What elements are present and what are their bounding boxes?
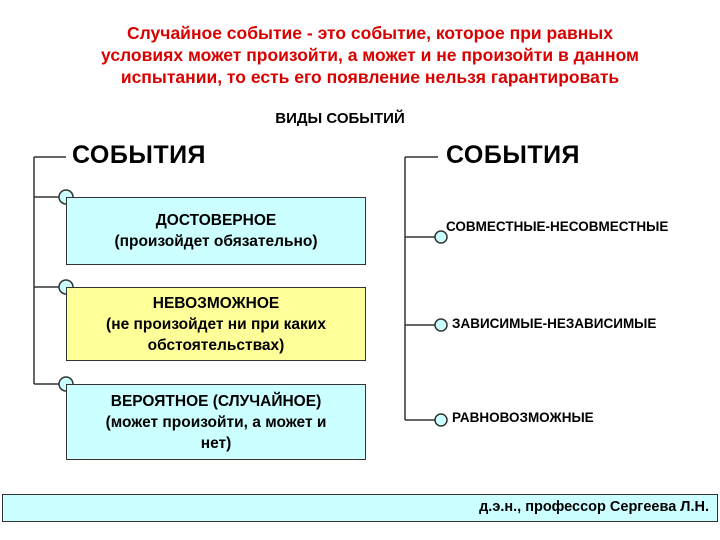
impossible-event-description-1: (не произойдет ни при каких <box>106 315 326 333</box>
headline-line-3: испытании, то есть его появление нельзя … <box>120 67 620 87</box>
right-column-title: СОБЫТИЯ <box>446 141 581 169</box>
right-node-2-circle <box>434 318 448 332</box>
joint-disjoint-label: СОВМЕСТНЫЕ-НЕСОВМЕСТНЫЕ <box>446 219 669 234</box>
random-event-box: ВЕРОЯТНОЕ (СЛУЧАЙНОЕ) (может произойти, … <box>66 384 366 460</box>
headline-line-1: Случайное событие - это событие, которое… <box>127 23 613 43</box>
certain-event-description: (произойдет обязательно) <box>114 233 318 250</box>
impossible-event-box: НЕВОЗМОЖНОЕ (не произойдет ни при каких … <box>66 287 366 361</box>
headline-definition: Случайное событие - это событие, которое… <box>40 22 700 88</box>
certain-event-box: ДОСТОВЕРНОЕ (произойдет обязательно) <box>66 197 366 265</box>
random-event-title: ВЕРОЯТНОЕ (СЛУЧАЙНОЕ) <box>110 392 322 410</box>
impossible-event-title: НЕВОЗМОЖНОЕ <box>152 294 280 312</box>
certain-event-title: ДОСТОВЕРНОЕ <box>155 212 277 229</box>
dependent-independent-label: ЗАВИСИМЫЕ-НЕЗАВИСИМЫЕ <box>452 316 657 331</box>
left-column-title: СОБЫТИЯ <box>72 141 207 169</box>
equiprobable-label: РАВНОВОЗМОЖНЫЕ <box>452 410 594 425</box>
footer-author: д.э.н., профессор Сергеева Л.Н. <box>479 499 709 515</box>
headline-line-2: условиях может произойти, а может и не п… <box>101 45 639 65</box>
random-event-description-1: (может произойти, а может и <box>105 413 327 431</box>
right-node-3-circle <box>434 413 448 427</box>
event-types-heading: ВИДЫ СОБЫТИЙ <box>275 110 405 127</box>
impossible-event-description-2: обстоятельствах) <box>147 336 285 354</box>
footer-bar: д.э.н., профессор Сергеева Л.Н. <box>2 494 718 522</box>
right-node-1-circle <box>434 230 448 244</box>
random-event-description-2: нет) <box>200 434 232 452</box>
